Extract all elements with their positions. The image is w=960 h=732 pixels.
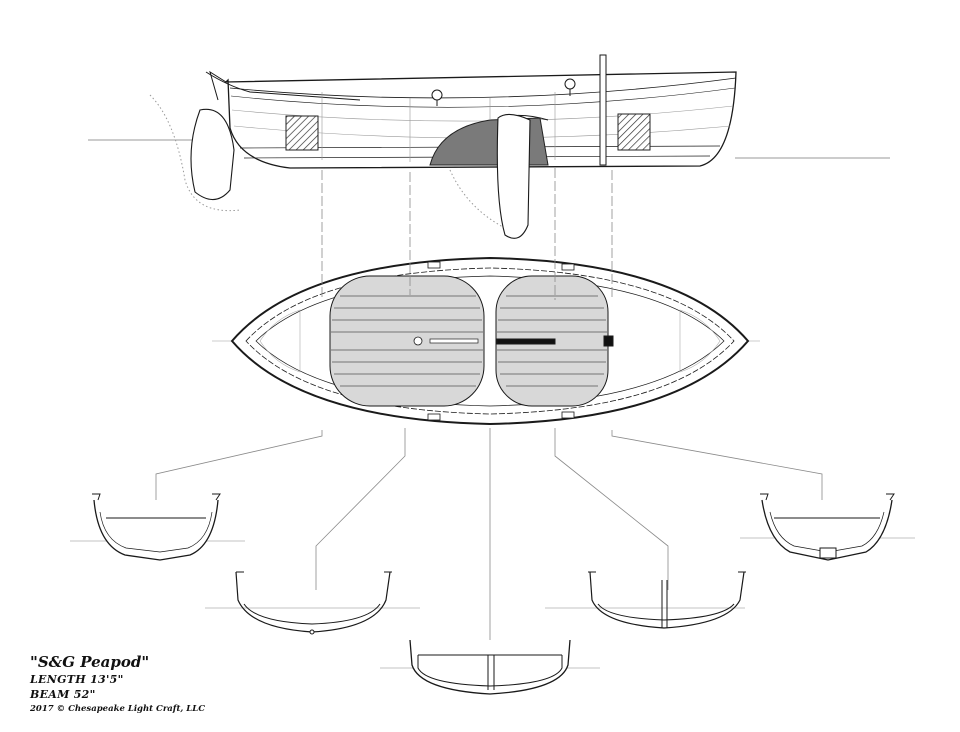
mast-step: [603, 335, 614, 347]
boat-beam: BEAM 52": [30, 688, 96, 701]
boat-length: LENGTH 13'5": [30, 673, 124, 686]
rudder-blade: [190, 108, 235, 201]
section-aft: [70, 493, 245, 561]
copyright-notice: 2017 © Chesapeake Light Craft, LLC: [30, 704, 206, 714]
leader-lines: [321, 168, 613, 300]
fwd-flotation-hatch: [617, 113, 651, 151]
title-block: "S&G Peapod" LENGTH 13'5" BEAM 52" 2017 …: [30, 652, 205, 716]
side-profile-view: [88, 54, 890, 239]
rudder-swing-arc: [149, 94, 241, 212]
daggerboard-slot: [496, 338, 556, 345]
fwd-oarlock: [564, 78, 576, 90]
daggerboard: [496, 113, 531, 239]
boat-name: "S&G Peapod": [30, 653, 150, 671]
aft-oarlock: [431, 89, 443, 101]
mast: [599, 54, 607, 166]
plan-hull-outline: [230, 256, 750, 426]
aft-flotation-hatch: [285, 115, 319, 151]
section-forward: [740, 493, 915, 561]
aft-floorboard-panel: [329, 275, 485, 407]
section-midship: [380, 639, 600, 695]
rudder-tiller: [205, 71, 361, 101]
section-fwd-middle: [545, 571, 746, 629]
section-aft-middle: [205, 571, 420, 635]
plan-view: [212, 256, 760, 426]
